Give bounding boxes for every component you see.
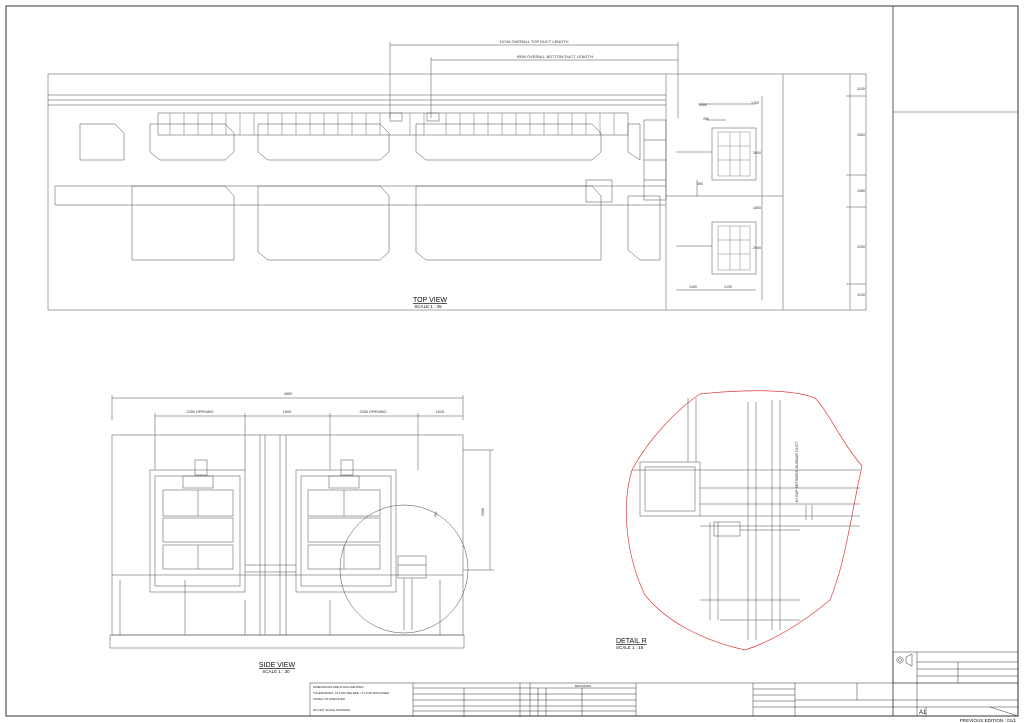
note-line-1: DIMENSIONS ARE IN MILLIMETRES xyxy=(313,685,364,689)
dim-top-590: 590 xyxy=(697,182,703,186)
sheet-size: A1 xyxy=(919,710,927,716)
dim-top-2100: 2100 xyxy=(724,285,732,289)
dim-top-250: 250 xyxy=(703,117,709,121)
top-view-title: TOP VIEW xyxy=(413,297,447,304)
detail-note: 40 GAP BETWEEN BUSBAR DUCT xyxy=(795,441,799,503)
dim-top-1700: 1700 xyxy=(751,101,759,105)
note-line-3: FINISH: AS SPECIFIED xyxy=(313,697,346,701)
top-view xyxy=(47,42,867,311)
dim-side-right: 1025 xyxy=(436,410,444,414)
dim-top-1800: 1800 xyxy=(753,206,761,210)
dim-side-circle: R0 xyxy=(434,512,438,517)
title-block-text: DIMENSIONS ARE IN MILLIMETRES TOLERANCES… xyxy=(313,684,1016,723)
dim-right-1100b: 1100 xyxy=(857,293,865,297)
dim-side-height: 2960 xyxy=(481,508,485,516)
dim-right-1980: 1980 xyxy=(857,189,865,193)
previous-edition: PREVIOUS EDITION : 01/1 xyxy=(960,718,1017,723)
dim-side-opening-right: 2250 OPENING xyxy=(359,410,386,414)
note-line-2: TOLERANCES: ±2 FOR WELDED / ±1 FOR MACHI… xyxy=(313,691,390,695)
title-block xyxy=(309,651,1019,717)
detail-view: 40 GAP BETWEEN BUSBAR DUCT DETAIL R SCAL… xyxy=(616,390,863,651)
detail-view-scale: SCALE 1 : 15 xyxy=(616,645,644,650)
dim-side-overall: 4650 xyxy=(284,392,292,396)
dim-top-1400: 1400 xyxy=(689,285,697,289)
dim-side-opening-left: 2250 OPENING xyxy=(186,410,213,414)
side-view xyxy=(109,395,494,649)
dim-right-1100a: 1100 xyxy=(857,87,865,91)
detail-view-title: DETAIL R xyxy=(616,638,647,645)
dim-top-2000b: 2000 xyxy=(753,246,761,250)
side-view-dims: 4650 2250 OPENING 1900 2250 OPENING 1025… xyxy=(186,392,485,674)
side-view-scale: SCALE 1 : 30 xyxy=(262,669,290,674)
dim-top-3000: 3000 xyxy=(699,103,707,107)
side-view-title: SIDE VIEW xyxy=(259,662,296,669)
dim-right-2500: 2500 xyxy=(857,133,865,137)
dim-right-2250: 2250 xyxy=(857,245,865,249)
dim-overall-top-duct: 10746 OVERALL TOP DUCT LENGTH xyxy=(499,39,568,44)
top-view-dims: 10746 OVERALL TOP DUCT LENGTH 9590 OVERA… xyxy=(413,39,865,309)
note-line-4: DO NOT SCALE DRAWING xyxy=(313,708,351,712)
detail-boundary xyxy=(625,390,863,651)
top-view-scale: SCALE 1 : 45 xyxy=(414,304,442,309)
dim-top-2000a: 2000 xyxy=(753,151,761,155)
dim-overall-bottom-duct: 9590 OVERALL BOTTOM DUCT LENGTH xyxy=(517,54,593,59)
revisions-heading: REVISIONS xyxy=(575,684,591,688)
dim-side-gap: 1900 xyxy=(283,410,291,414)
